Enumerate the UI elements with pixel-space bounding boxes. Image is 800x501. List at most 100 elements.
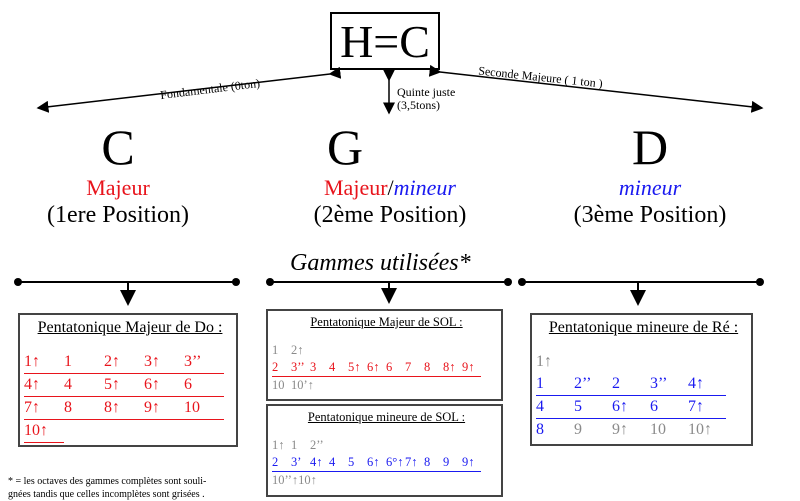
mode-g-minor: mineur	[393, 175, 456, 200]
scale-degree: 4↑	[688, 375, 704, 392]
scale-degree: 1	[536, 375, 544, 392]
scale-degree: 6	[650, 398, 658, 415]
scale-degree: 4	[329, 455, 336, 469]
mode-g-major: Majeur	[324, 175, 388, 200]
scale-degree: 6°↑	[386, 455, 404, 469]
scale-degree: 3’’	[291, 360, 305, 374]
scale-degree: 3’	[291, 455, 302, 469]
scale-row: 1 2’’ 2 3’’ 4↑	[536, 373, 726, 396]
scale-degree: 7↑	[405, 455, 418, 469]
scale-degree: 10↑	[298, 473, 317, 487]
box-title: Pentatonique Majeur de Do :	[37, 319, 223, 336]
scale-degree: 7↑	[688, 398, 704, 415]
scale-degree: 5↑	[348, 360, 361, 374]
scale-degree: 2↑	[291, 343, 304, 357]
scale-degree: 9↑	[462, 360, 475, 374]
box-re-minor: Pentatonique mineure de Ré : 1↑ 1 2’’ 2 3’’ 4…	[530, 313, 753, 446]
scale-degree: 6	[184, 376, 192, 393]
scale-degree: 9↑	[462, 455, 475, 469]
section-title: Gammes utilisées*	[290, 250, 471, 276]
scale-degree: 4	[536, 398, 544, 415]
scale-degree: 10	[650, 421, 666, 438]
mode-c: Majeur	[86, 175, 150, 200]
scale-degree: 4↑	[24, 376, 40, 393]
scale-degree: 2↑	[104, 353, 120, 370]
scale-degree: 9	[574, 421, 582, 438]
scale-degree: 8↑	[443, 360, 456, 374]
scale-degree: 10	[272, 378, 285, 392]
box-title: Pentatonique mineure de SOL :	[307, 410, 466, 424]
fifth-label: Quinte juste(3,5tons)	[397, 86, 455, 112]
scale-degree: 9↑	[144, 399, 160, 416]
scale-degree: 2’’	[574, 375, 592, 392]
scale-degree: 5	[574, 398, 582, 415]
scale-row: 1↑	[536, 351, 751, 373]
note-d: D	[631, 119, 669, 175]
scale-degree: 8	[424, 455, 431, 469]
scale-degree: 8	[424, 360, 431, 374]
scale-degree: 4	[64, 376, 72, 393]
scale-degree: 4	[329, 360, 336, 374]
scale-degree: 2	[272, 455, 279, 469]
scale-degree: 9↑	[612, 421, 628, 438]
scale-row: 10↑	[24, 420, 64, 443]
note-c: C	[101, 119, 135, 175]
scale-degree: 1↑	[24, 353, 40, 370]
scale-degree: 2	[272, 360, 279, 374]
scale-row: 4 5 6↑ 6 7↑	[536, 396, 726, 419]
scale-degree: 3’’	[184, 353, 202, 370]
position-c: (1ere Position)	[47, 202, 189, 228]
scale-degree: 8	[536, 421, 544, 438]
scale-row: 8 9 9↑ 10 10↑	[536, 419, 751, 441]
fifth-label-line2: (3,5tons)	[397, 98, 440, 112]
scale-row: 4↑ 4 5↑ 6↑ 6	[24, 374, 224, 397]
scale-degree: 6↑	[367, 455, 380, 469]
scale-degree: 8	[64, 399, 72, 416]
box-title: Pentatonique Majeur de SOL :	[310, 315, 463, 329]
scale-degree: 6↑	[612, 398, 628, 415]
mode-g-sep: /	[387, 175, 394, 200]
scale-row: 1 2↑	[272, 342, 501, 359]
scale-degree: 10	[184, 399, 200, 416]
scale-degree: 6↑	[367, 360, 380, 374]
position-d: (3ème Position)	[573, 202, 727, 228]
scale-degree: 9	[443, 455, 450, 469]
fifth-label-line1: Quinte juste	[397, 85, 456, 99]
scale-degree: 2’’	[310, 438, 324, 452]
scale-degree: 1	[64, 353, 72, 370]
box-do-major: Pentatonique Majeur de Do : 1↑ 1 2↑ 3↑ 3’’ 4↑…	[18, 313, 238, 447]
scale-degree: 5	[348, 455, 355, 469]
scale-degree: 7↑	[24, 399, 40, 416]
scale-degree: 1	[272, 343, 279, 357]
scale-row: 10’’↑10↑	[272, 472, 501, 489]
scale-degree: 3	[310, 360, 317, 374]
footnote-line2: gnées tandis que celles incomplètes sont…	[8, 489, 205, 500]
scale-degree: 2	[612, 375, 620, 392]
scale-degree: 10↑	[688, 421, 712, 438]
scale-row: 1↑ 1 2↑ 3↑ 3’’	[24, 351, 224, 374]
scale-degree: 4↑	[310, 455, 323, 469]
scale-degree: 10’’↑	[272, 473, 299, 487]
scale-degree: 3’’	[650, 375, 668, 392]
h-equals-c-box: H=C	[330, 12, 440, 70]
mode-d: mineur	[618, 175, 682, 200]
position-g: (2ème Position)	[313, 202, 467, 228]
scale-degree: 1↑	[272, 438, 285, 452]
scale-row: 7↑ 8 8↑ 9↑ 10	[24, 397, 224, 420]
box-title: Pentatonique mineure de Ré :	[548, 319, 739, 336]
scale-degree: 8↑	[104, 399, 120, 416]
scale-degree: 3↑	[144, 353, 160, 370]
footnote: * = les octaves des gammes complètes son…	[8, 475, 206, 501]
mode-g: Majeur/mineur	[260, 175, 520, 201]
scale-degree: 6↑	[144, 376, 160, 393]
scale-degree: 1↑	[536, 353, 552, 370]
scale-degree: 5↑	[104, 376, 120, 393]
scale-degree: 6	[386, 360, 393, 374]
scale-degree: 7	[405, 360, 412, 374]
